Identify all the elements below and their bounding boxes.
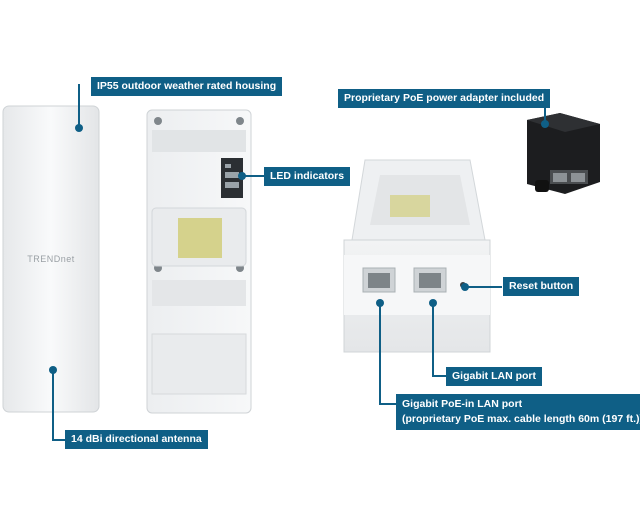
connector-reset	[466, 286, 502, 288]
connector-lan-dot	[429, 299, 437, 307]
callout-led: LED indicators	[264, 167, 351, 186]
connector-poe-adapter	[544, 100, 546, 124]
callout-reset: Reset button	[503, 277, 580, 296]
callout-poe-in-line1: Gigabit PoE-in LAN port	[402, 398, 523, 410]
connector-antenna-dot	[49, 366, 57, 374]
connector-led	[242, 175, 266, 177]
callout-poe-in: Gigabit PoE-in LAN port (proprietary PoE…	[396, 394, 640, 430]
connector-led-dot	[238, 172, 246, 180]
perspective-unit	[343, 159, 491, 353]
connector-antenna	[52, 371, 54, 441]
connector-poe-in-h	[379, 403, 397, 405]
callout-lan: Gigabit LAN port	[446, 367, 542, 386]
connector-lan-h	[432, 375, 448, 377]
callout-housing: IP55 outdoor weather rated housing	[91, 77, 283, 96]
connector-poe-adapter-dot	[541, 120, 549, 128]
connector-housing	[78, 84, 80, 128]
connector-reset-dot	[461, 283, 469, 291]
poe-adapter	[527, 113, 600, 194]
front-unit: TRENDnet	[2, 105, 100, 413]
back-unit	[146, 109, 252, 414]
callout-antenna: 14 dBi directional antenna	[65, 430, 208, 449]
connector-housing-dot	[75, 124, 83, 132]
callout-poe-adapter: Proprietary PoE power adapter included	[338, 89, 551, 108]
callout-poe-in-line2: (proprietary PoE max. cable length 60m (…	[402, 413, 640, 425]
connector-antenna-h	[52, 439, 68, 441]
connector-poe-in-dot	[376, 299, 384, 307]
brand-logo: TRENDnet	[27, 254, 75, 264]
connector-poe-in	[379, 303, 381, 404]
connector-lan	[432, 303, 434, 375]
